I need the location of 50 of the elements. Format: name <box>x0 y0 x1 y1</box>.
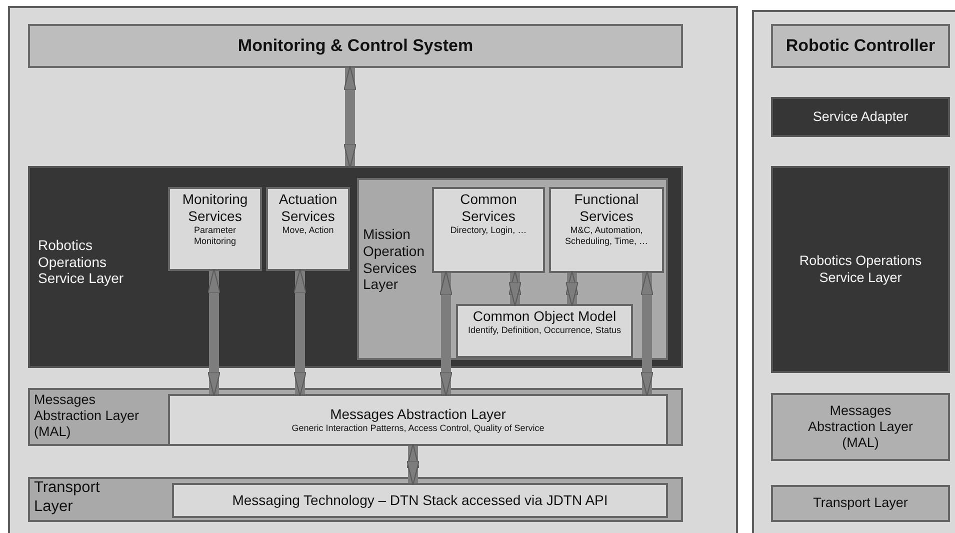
system-header-box <box>28 24 683 68</box>
layer-band <box>28 388 683 446</box>
service-box <box>456 304 633 358</box>
double-arrow <box>640 270 654 396</box>
box-subtext: M&C, Automation, Scheduling, Time, … <box>564 224 650 248</box>
layer-box <box>771 97 950 137</box>
box-heading: Common Object Model <box>472 308 616 325</box>
double-arrow <box>294 268 306 396</box>
layer-box <box>172 483 668 518</box>
double-arrow <box>406 444 420 486</box>
service-box <box>266 187 350 271</box>
box-heading: Functional Services <box>573 191 640 225</box>
box-heading: Service Adapter <box>812 108 908 126</box>
box-heading: Transport Layer <box>813 495 908 512</box>
double-arrow <box>440 270 452 396</box>
box-subtext: Directory, Login, … <box>450 224 527 236</box>
box-heading: Common Services <box>459 191 518 225</box>
double-arrow <box>508 270 522 306</box>
layer-box <box>168 394 668 446</box>
controller-panel <box>752 10 955 533</box>
box-heading: Actuation Services <box>278 191 338 225</box>
layer-panel <box>357 178 668 360</box>
box-heading: Mission Operation Services Layer <box>363 226 426 294</box>
box-heading: Messages Abstraction Layer (MAL) <box>806 402 914 452</box>
box-heading: Robotics Operations Service Layer <box>38 236 125 288</box>
box-heading: Messaging Technology – DTN Stack accessed via JDTN API <box>232 492 608 509</box>
double-arrow <box>208 268 220 396</box>
service-box <box>168 187 262 271</box>
service-box <box>432 187 545 273</box>
box-subtext: Parameter Monitoring <box>192 224 238 248</box>
box-heading: Messages Abstraction Layer (MAL) <box>34 392 140 441</box>
layer-box <box>771 485 950 522</box>
box-subtext: Move, Action <box>282 224 334 236</box>
box-heading: Transport Layer <box>34 479 101 516</box>
box-subtext: Generic Interaction Patterns, Access Control, Quality of Service <box>292 422 544 434</box>
box-heading: Robotic Controller <box>786 36 936 56</box>
controller-header-box <box>771 24 950 68</box>
double-arrow <box>344 66 356 168</box>
layer-panel <box>28 166 683 368</box>
system-panel <box>8 6 738 533</box>
layer-box <box>771 393 950 461</box>
box-subtext: Identify, Definition, Occurrence, Status <box>468 324 621 336</box>
box-heading: Robotics Operations Service Layer <box>798 253 923 286</box>
layer-band <box>28 477 683 522</box>
box-heading: Monitoring Services <box>181 191 249 225</box>
box-heading: Messages Abstraction Layer <box>330 406 506 423</box>
box-heading: Monitoring & Control System <box>238 36 474 56</box>
double-arrow <box>566 270 578 306</box>
layer-box <box>771 166 950 373</box>
service-box <box>549 187 664 273</box>
